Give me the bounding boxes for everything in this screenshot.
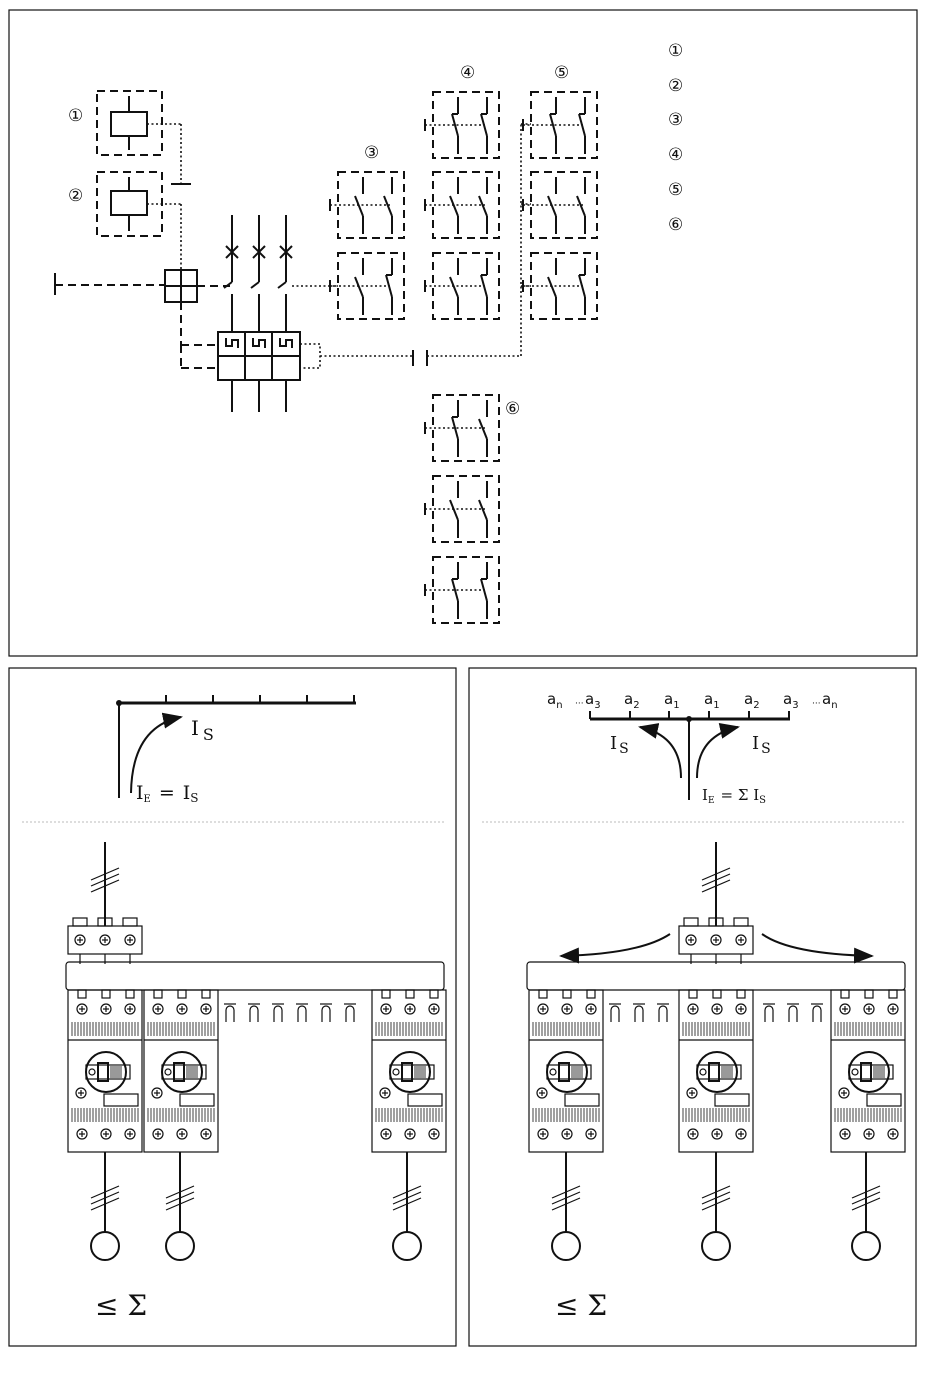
callout-6: ⑥ <box>505 399 520 419</box>
legend-item-2: ② <box>668 76 683 96</box>
busbar <box>66 962 444 990</box>
motor-symbol <box>393 1152 421 1260</box>
left-footer-symbol: ≤ Σ <box>95 1289 147 1322</box>
aux-block-4-1 <box>425 172 499 238</box>
callout-5: ⑤ <box>554 63 569 83</box>
motor-symbol <box>91 1152 119 1260</box>
legend-item-5: ⑤ <box>668 180 683 200</box>
motor-symbol <box>702 1152 730 1260</box>
aux-block-3b <box>330 253 404 319</box>
position-ellipsis-1: ··· <box>812 699 821 709</box>
motor-starter-3 <box>831 990 905 1152</box>
empty-busbar-pins <box>609 1004 669 1022</box>
motor-symbol <box>852 1152 880 1260</box>
empty-busbar-pins <box>763 1004 823 1022</box>
motor-starter-1 <box>68 990 142 1152</box>
position-label-4: a1 <box>704 690 720 711</box>
right-footer-symbol: ≤ Σ <box>555 1289 607 1322</box>
top-panel-frame <box>9 10 917 656</box>
aux-block-6-1 <box>425 476 499 542</box>
position-label-7: an <box>822 690 838 711</box>
aux-contact-blocks <box>330 92 597 623</box>
aux-block-6-0 <box>425 395 499 461</box>
motor-starter-1 <box>529 990 603 1152</box>
feeder-line <box>91 842 119 926</box>
left-device-assembly <box>66 842 446 1260</box>
aux-block-5-2 <box>523 253 597 319</box>
aux-block-4-0 <box>425 92 499 158</box>
legend: ① ② ③ ④ ⑤ ⑥ <box>668 41 683 235</box>
aux-block-3a <box>330 172 404 238</box>
aux-block-4-2 <box>425 253 499 319</box>
position-label-0: an <box>547 690 563 711</box>
motor-starter-2 <box>144 990 218 1152</box>
aux-block-5-1 <box>523 172 597 238</box>
left-equation: IE=IS <box>136 782 199 805</box>
motor-starter-3 <box>372 990 446 1152</box>
motor-symbol <box>552 1152 580 1260</box>
circuit-schematic <box>55 91 531 412</box>
feeder-line <box>702 842 730 926</box>
legend-item-4: ④ <box>668 145 683 165</box>
legend-item-3: ③ <box>668 110 683 130</box>
legend-item-6: ⑥ <box>668 215 683 235</box>
aux-block-6-2 <box>425 557 499 623</box>
legend-item-1: ① <box>668 41 683 61</box>
callout-3: ③ <box>364 143 379 163</box>
busbar <box>527 962 905 990</box>
position-label-5: a2 <box>744 690 760 711</box>
motor-starter-2 <box>679 990 753 1152</box>
callouts: ① ② ③ ④ ⑤ ⑥ <box>68 63 569 419</box>
callout-2: ② <box>68 186 83 206</box>
callout-4: ④ <box>460 63 475 83</box>
right-equation: IE= Σ IS <box>702 786 766 806</box>
position-label-2: a2 <box>624 690 640 711</box>
empty-busbar-pins <box>224 1004 356 1022</box>
aux-block-5-0 <box>523 92 597 158</box>
motor-symbol <box>166 1152 194 1260</box>
position-label-1: a3 <box>585 690 601 711</box>
position-label-3: a1 <box>664 690 680 711</box>
callout-1: ① <box>68 106 83 126</box>
position-ellipsis-0: ··· <box>575 699 584 709</box>
position-label-6: a3 <box>783 690 799 711</box>
right-device-assembly <box>527 842 905 1260</box>
